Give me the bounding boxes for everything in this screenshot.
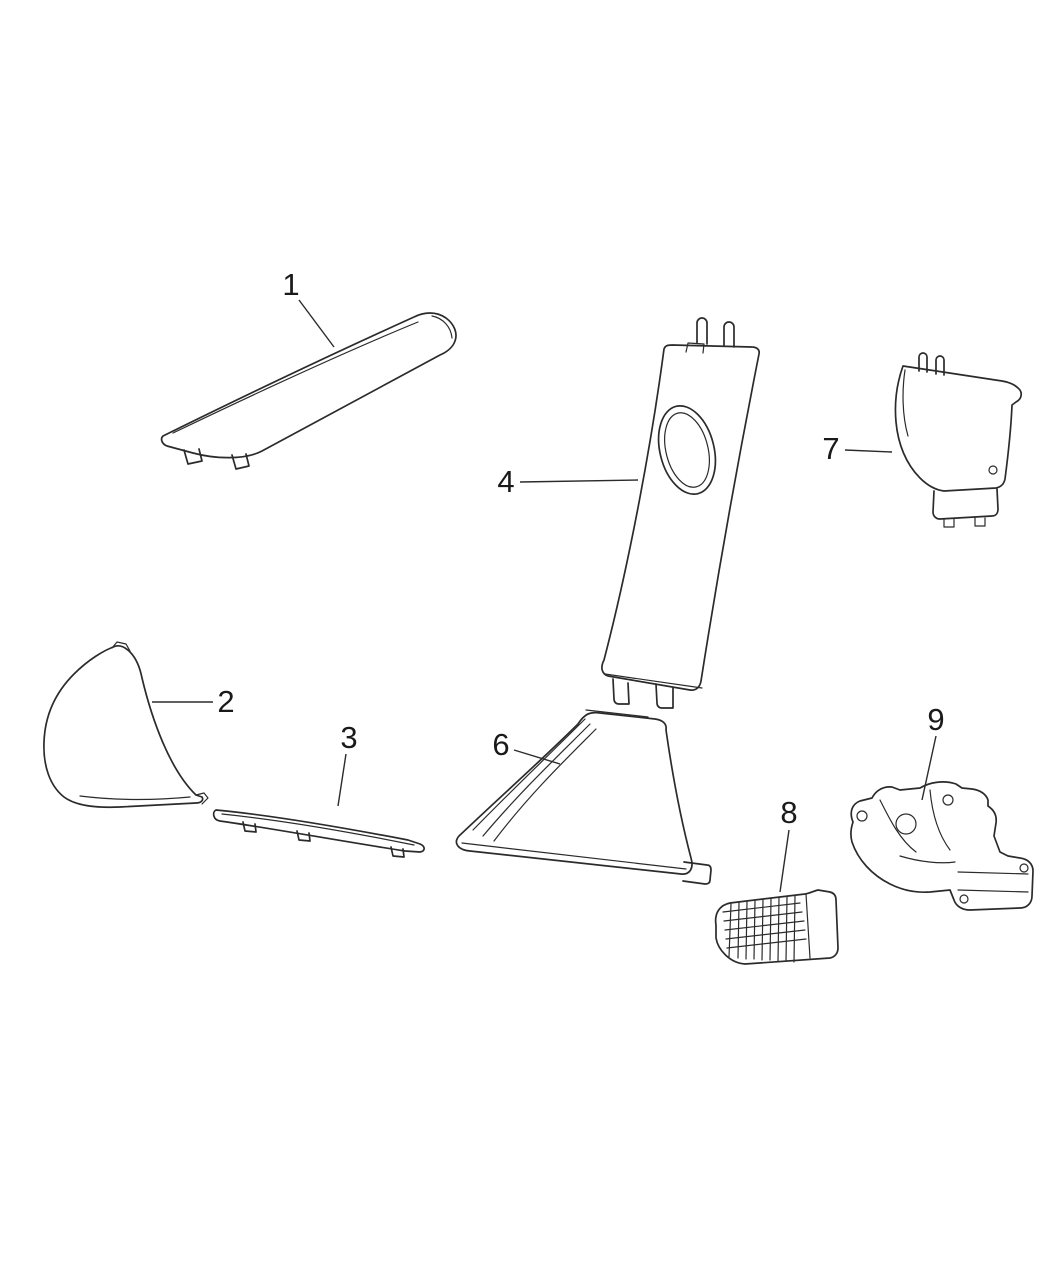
callout-3-leader <box>337 753 347 807</box>
callout-8-leader <box>779 829 790 893</box>
part-8-grille-bracket <box>714 889 839 965</box>
callout-1-label: 1 <box>282 267 299 302</box>
callout-labels: 1 2 3 4 6 7 8 9 <box>217 267 944 830</box>
callout-9-label: 9 <box>927 702 944 737</box>
part-4-b-pillar-upper-trim <box>601 317 761 709</box>
callout-1-leader <box>298 299 335 348</box>
part-7-c-pillar-trim <box>894 352 1022 528</box>
callout-4-leader <box>519 479 639 483</box>
callout-leaders <box>152 299 937 893</box>
part-2-cowl-trim <box>43 641 209 809</box>
callout-7-label: 7 <box>822 431 839 466</box>
part-9-bracket-assembly <box>850 781 1034 911</box>
callout-6-label: 6 <box>492 727 509 762</box>
callout-4-label: 4 <box>497 464 514 499</box>
part-3-sill-scuff-plate <box>212 809 425 858</box>
callout-9-leader <box>921 735 937 801</box>
part-drawings <box>43 312 1034 965</box>
callout-6-leader <box>513 749 561 765</box>
part-6-b-pillar-lower-trim <box>455 709 712 885</box>
callout-2-label: 2 <box>217 684 234 719</box>
part-1-a-pillar-trim <box>160 312 457 470</box>
callout-8-label: 8 <box>780 795 797 830</box>
callout-7-leader <box>844 449 893 453</box>
callout-3-label: 3 <box>340 720 357 755</box>
